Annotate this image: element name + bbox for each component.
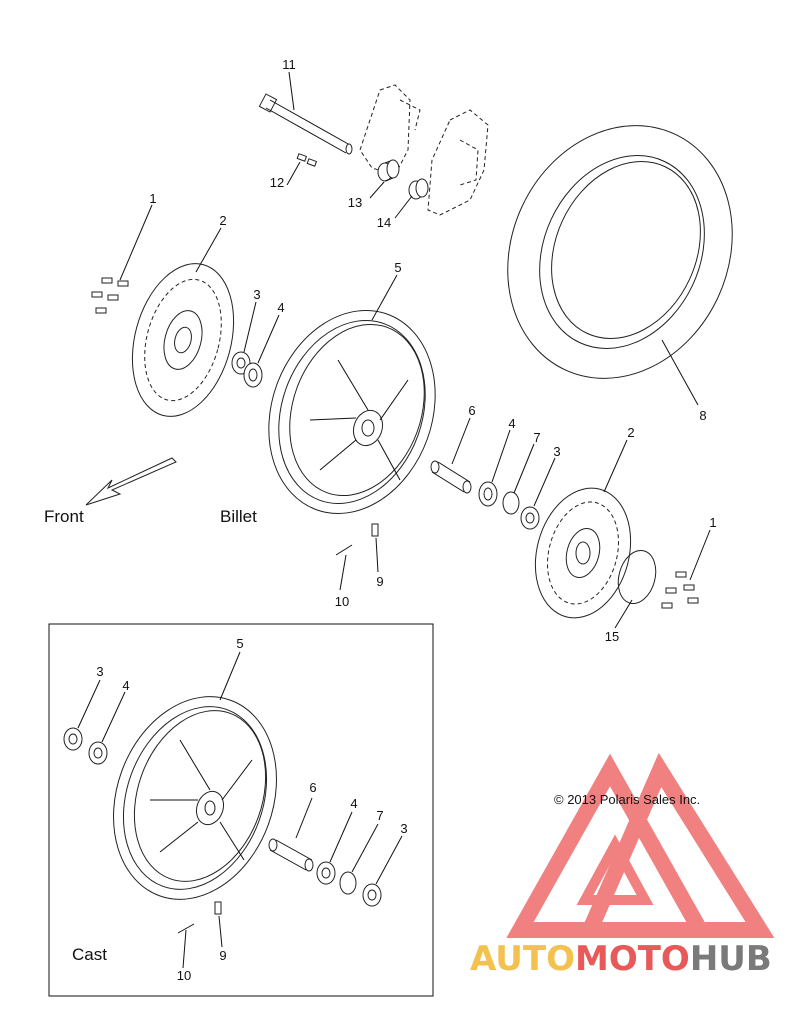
callout-6-upper: 6 — [468, 403, 475, 418]
callout-10-upper: 10 — [335, 594, 349, 609]
automotohub-logo — [506, 752, 775, 938]
callout-8: 8 — [699, 408, 706, 423]
leader-lines-upper — [119, 71, 711, 629]
bearing-4-cast-right — [316, 861, 336, 885]
brake-disc-right — [534, 487, 632, 619]
callout-1-upper-left: 1 — [149, 191, 156, 206]
callout-10-cast: 10 — [177, 968, 191, 983]
balance-weight-10-cast — [177, 923, 195, 934]
front-direction-arrow — [85, 457, 177, 506]
callout-9-upper: 9 — [376, 574, 383, 589]
callout-7-upper: 7 — [533, 430, 540, 445]
spacer-6-cast — [268, 838, 314, 872]
callout-14: 14 — [377, 215, 391, 230]
callout-15: 15 — [605, 629, 619, 644]
disc-bolts-right — [661, 571, 699, 609]
cast-label: Cast — [72, 945, 107, 964]
spacer-6-upper — [430, 460, 472, 494]
fork-legs — [359, 84, 489, 216]
seal-3-cast-left — [63, 727, 83, 751]
bolts-12 — [296, 153, 318, 167]
copyright-notice: © 2013 Polaris Sales Inc. — [554, 792, 700, 807]
callout-6-cast: 6 — [309, 780, 316, 795]
brake-disc-left — [131, 263, 235, 417]
callout-11: 11 — [282, 57, 296, 72]
callout-3-cast-right: 3 — [400, 821, 407, 836]
callout-9-cast: 9 — [219, 948, 226, 963]
balance-weight-10-upper — [335, 544, 353, 556]
watermark-text: AUTOMOTOHUB — [470, 939, 772, 979]
seal-3-upper-right — [520, 506, 540, 530]
watermark-auto: AUTO — [470, 939, 575, 979]
callout-2-upper-right: 2 — [627, 425, 634, 440]
axle-11 — [258, 93, 353, 155]
bearing-4-upper-right — [478, 481, 498, 507]
callout-7-cast: 7 — [376, 808, 383, 823]
callout-13: 13 — [348, 195, 362, 210]
bearing-4-cast-left — [88, 741, 108, 765]
callout-1-upper-right: 1 — [709, 515, 716, 530]
callout-3-upper-right: 3 — [553, 444, 560, 459]
billet-wheel-5 — [268, 310, 436, 514]
valve-stem-9-upper — [371, 523, 379, 537]
callout-4-upper-left: 4 — [277, 300, 284, 315]
callout-3-upper-left: 3 — [253, 287, 260, 302]
callout-4-cast-right: 4 — [350, 796, 357, 811]
callout-3-cast-left: 3 — [96, 664, 103, 679]
disc-bolts-left — [91, 277, 129, 314]
snap-ring-7-cast — [339, 871, 357, 895]
tire-8 — [507, 125, 733, 379]
snap-ring-7-upper — [502, 491, 520, 515]
spacer-14 — [408, 178, 429, 200]
watermark-hub: HUB — [690, 939, 772, 979]
cast-inset-box — [48, 623, 434, 997]
callout-4-cast-left: 4 — [122, 678, 129, 693]
spacer-13 — [377, 159, 400, 182]
watermark-moto: MOTO — [575, 939, 690, 979]
cast-wheel-5 — [113, 696, 277, 900]
bearing-4-upper-left — [243, 362, 263, 388]
callout-4-upper-right: 4 — [508, 416, 515, 431]
billet-label: Billet — [220, 507, 257, 526]
callout-5-upper: 5 — [394, 260, 401, 275]
callout-12: 12 — [270, 175, 284, 190]
callout-5-cast: 5 — [236, 636, 243, 651]
callout-2-upper-left: 2 — [219, 213, 226, 228]
seal-3-cast-right — [362, 883, 382, 907]
front-label: Front — [44, 507, 84, 526]
valve-stem-9-cast — [214, 901, 222, 915]
